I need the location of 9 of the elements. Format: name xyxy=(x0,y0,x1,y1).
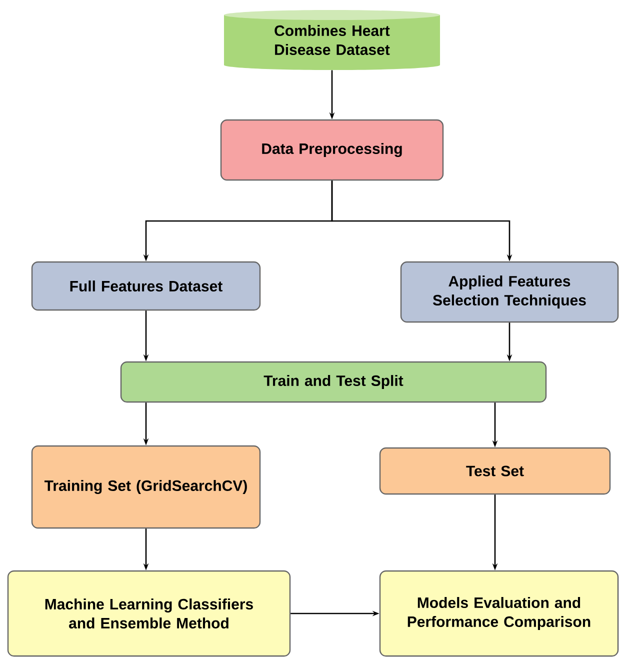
process-box: Models Evaluation and Performance Comparison xyxy=(379,570,619,657)
process-box: Machine Learning Classifiers and Ensemble Method xyxy=(7,570,291,657)
process-box: Applied Features Selection Techniques xyxy=(400,261,619,323)
database-cylinder: Combines Heart Disease Dataset xyxy=(224,10,440,70)
process-box: Full Features Dataset xyxy=(31,261,261,311)
process-box: Training Set (GridSearchCV) xyxy=(31,445,261,529)
process-box: Data Preprocessing xyxy=(220,119,444,181)
process-box: Train and Test Split xyxy=(120,361,547,403)
process-box: Test Set xyxy=(379,447,611,495)
